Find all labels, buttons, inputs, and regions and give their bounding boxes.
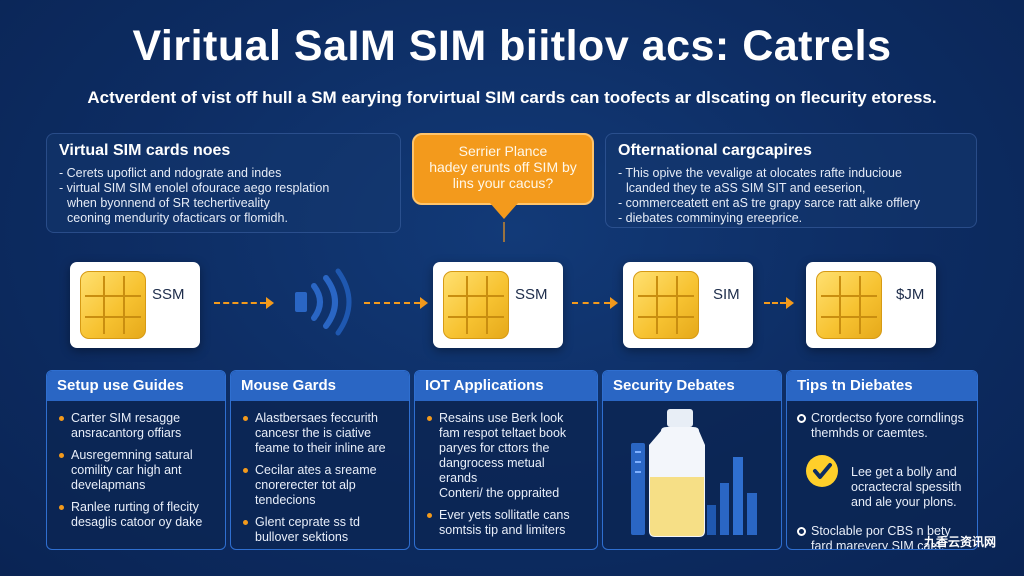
panel-line: ceoning mendurity ofacticars or flomidh.: [67, 211, 288, 225]
list-item: Ever yets sollitatle cans somtsis tip an…: [425, 508, 587, 538]
sim-label: SSM: [515, 286, 548, 303]
card-title: Security Debates: [603, 371, 781, 401]
bubble-stem: [503, 222, 505, 242]
panel-line: - virtual SIM SIM enolel ofourace aego r…: [59, 181, 330, 195]
arrow-icon: [364, 297, 428, 309]
list-item: Ranlee rurting of flecity desaglis catoo…: [57, 500, 215, 530]
list-item: Stoclable por CBS n bety fard mareyery S…: [797, 524, 967, 550]
panel-line: - Cerets upoflict and ndograte and indes: [59, 166, 282, 180]
list-item: Ausregemning satural comility car high a…: [57, 448, 215, 493]
bullet-text: dangrocess metual: [439, 456, 545, 470]
bullet-text: fam respot teltaet book: [439, 426, 567, 440]
card-tips: Tips tn Diebates Crordectso fyore corndl…: [786, 370, 978, 550]
bullet-text: Ausregemning satural: [71, 448, 193, 462]
list-item: Alastbersaes feccurith cancesr the is ci…: [241, 411, 399, 456]
bullet-text: comility car high ant: [71, 463, 182, 477]
list-item: Glent ceprate ss td bullover sektions: [241, 515, 399, 545]
card-setup-guides: Setup use Guides Carter SIM resagge ansr…: [46, 370, 226, 550]
bullet-text: develapmans: [71, 478, 146, 492]
card-security-debates: Security Debates: [602, 370, 782, 550]
bullet-text: Carter SIM resagge: [71, 411, 181, 425]
bullet-text: Glent ceprate ss td: [255, 515, 360, 529]
card-title: Setup use Guides: [47, 371, 225, 401]
bullet-text: Cecilar ates a sreame: [255, 463, 377, 477]
bullet-text: bullover sektions: [255, 530, 349, 544]
list-item: Resains use Berk look fam respot teltaet…: [425, 411, 587, 501]
tip-text: Stoclable por CBS n bety: [811, 524, 951, 538]
bullet-text: Resains use Berk look: [439, 411, 564, 425]
sim-card: $JM: [806, 262, 936, 348]
tip-text: fard mareyery SIM cars.: [811, 539, 945, 550]
bubble-line: lins your cacus?: [452, 175, 554, 191]
bubble-line: hadey erunts off SIM by: [429, 159, 577, 175]
panel-title: Virtual SIM cards noes: [59, 142, 231, 159]
sim-label: SSM: [152, 286, 185, 303]
list-item: Crordectso fyore corndlings themhds or c…: [797, 411, 967, 441]
tip-text: themhds or caemtes.: [811, 426, 928, 440]
list-item: Carter SIM resagge ansracantorg offiars: [57, 411, 215, 441]
card-title: Mouse Gards: [231, 371, 409, 401]
sim-label: SIM: [713, 286, 740, 303]
wireless-signal-icon: [295, 268, 352, 336]
bar-chart-icon: [631, 443, 645, 535]
arrow-icon: [764, 297, 794, 309]
bullet-text: cancesr the is ciative: [255, 426, 372, 440]
bullet-text: cnorerecter tot alp: [255, 478, 356, 492]
operational-panel: Ofternational cargcapires - This opive t…: [605, 133, 977, 228]
bullet-text: desaglis catoor oy dake: [71, 515, 203, 529]
bullet-text: Ever yets sollitatle cans: [439, 508, 570, 522]
list-item: Lee get a bolly and ocractecral spessith…: [797, 465, 967, 510]
panel-line: - commerceatett ent aS tre grapy sarce r…: [618, 196, 920, 210]
bubble-tail: [490, 203, 518, 219]
bubble-line: Serrier Plance: [458, 143, 548, 159]
question-bubble: Serrier Plance hadey erunts off SIM by l…: [412, 133, 594, 205]
arrow-icon: [572, 297, 618, 309]
sim-chip-icon: [80, 271, 146, 339]
bottle-icon: [649, 409, 705, 537]
page-subtitle: Actverdent of vist off hull a SM earying…: [87, 88, 937, 107]
page-title: Viritual SaIM SIM biitlov acs: Catrels: [132, 22, 892, 70]
virtual-sim-notes-panel: Virtual SIM cards noes - Cerets upoflict…: [46, 133, 401, 233]
bottle-and-bars-icon: [631, 409, 757, 537]
tip-text: Crordectso fyore corndlings: [811, 411, 964, 425]
bullet-text: paryes for cttors the: [439, 441, 550, 455]
sim-chip-icon: [633, 271, 699, 339]
card-mouse-gards: Mouse Gards Alastbersaes feccurith cance…: [230, 370, 410, 550]
bullet-text: Conteri/ the oppraited: [439, 486, 560, 500]
panel-title: Ofternational cargcapires: [618, 142, 812, 159]
panel-line: when byonnend of SR techertiveality: [67, 196, 270, 210]
bullet-text: tendecions: [255, 493, 316, 507]
bullet-text: feame to their inline are: [255, 441, 386, 455]
bullet-ring-icon: [797, 414, 806, 423]
tip-text: and ale your plons.: [851, 495, 957, 509]
card-title: Tips tn Diebates: [787, 371, 977, 401]
tip-text: Lee get a bolly and: [851, 465, 957, 479]
bullet-text: erands: [439, 471, 478, 485]
panel-line: - diebates comminying ereeprice.: [618, 211, 803, 225]
arrow-icon: [214, 297, 274, 309]
list-item: Cecilar ates a sreame cnorerecter tot al…: [241, 463, 399, 508]
sim-chip-icon: [816, 271, 882, 339]
sim-card: SSM: [433, 262, 563, 348]
card-title: IOT Applications: [415, 371, 597, 401]
sim-chip-icon: [443, 271, 509, 339]
card-iot-applications: IOT Applications Resains use Berk look f…: [414, 370, 598, 550]
sim-card: SSM: [70, 262, 200, 348]
sim-label: $JM: [896, 286, 925, 303]
bullet-ring-icon: [797, 527, 806, 536]
panel-line: - This opive the vevalige at olocates ra…: [618, 166, 902, 180]
sim-card: SIM: [623, 262, 753, 348]
checkmark-icon: [806, 455, 838, 487]
panel-line: lcanded they te aSS SIM SIT and eeserion…: [626, 181, 866, 195]
tip-text: ocractecral spessith: [851, 480, 962, 494]
bullet-text: somtsis tip and limiters: [439, 523, 566, 537]
bullet-text: ansracantorg offiars: [71, 426, 182, 440]
watermark: 九香云资讯网: [923, 535, 996, 549]
bullet-text: Ranlee rurting of flecity: [71, 500, 199, 514]
bullet-text: Alastbersaes feccurith: [255, 411, 378, 425]
